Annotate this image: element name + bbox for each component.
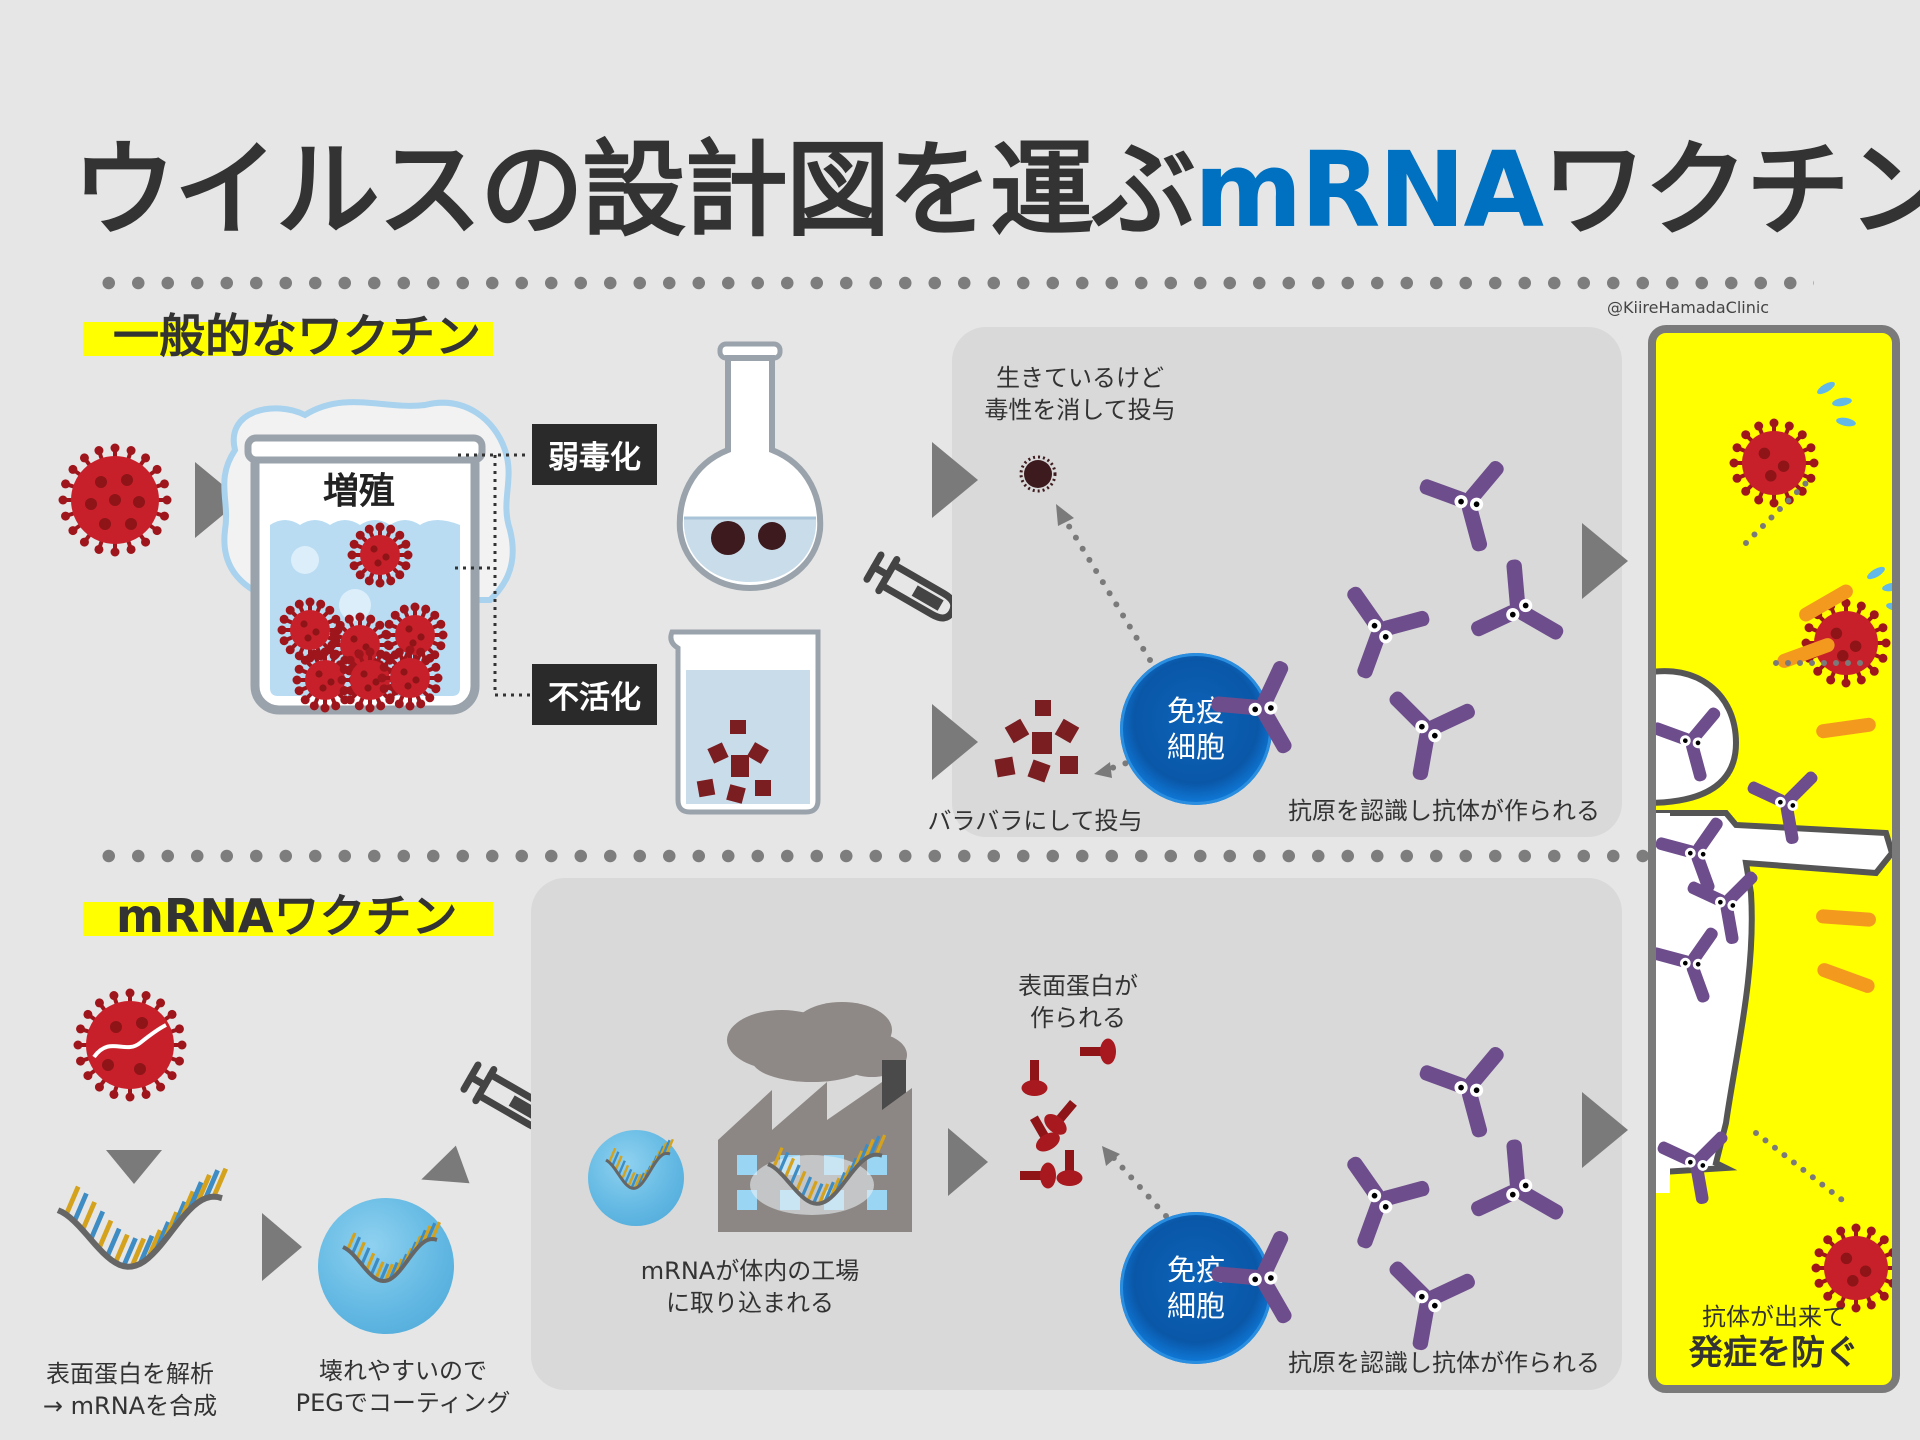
antibody-icon: [1657, 1131, 1728, 1205]
label-highlight: [83, 322, 493, 356]
section-label-text: mRNAワクチン: [116, 889, 458, 943]
result-panel: [1648, 325, 1900, 1393]
antibody-icon: [1471, 559, 1564, 640]
antibody-icon: [1347, 1156, 1430, 1249]
antibody-icon: [1687, 871, 1758, 945]
antibody-icon: [1347, 586, 1430, 679]
virus-fragments-icon: [994, 700, 1080, 783]
flask-icon: [676, 341, 824, 592]
antibodies-group: [1211, 460, 1564, 781]
mrna-strand-small-icon: [342, 1221, 441, 1284]
beaker-label: 増殖: [323, 471, 396, 512]
antibody-icon: [1389, 691, 1475, 781]
antibody-caption: 抗原を認識し抗体が作られる: [1288, 1349, 1600, 1377]
section-label-mrna: mRNAワクチン: [83, 880, 493, 943]
arrow-right-icon: [932, 704, 978, 780]
dotted-arrows: [1056, 504, 1153, 778]
immune-cell-icon: 免疫細胞: [1120, 653, 1272, 805]
antibody-icon: [1656, 817, 1723, 893]
method-inactivated: 不活化: [532, 664, 657, 725]
surface-protein-icon: [1020, 1038, 1116, 1189]
attenuated-virus-icon: [1019, 455, 1057, 493]
virus-icon: [1729, 418, 1819, 508]
title-accent: mRNA: [1194, 129, 1544, 251]
virus-icon: [1811, 1223, 1892, 1313]
factory-icon: [718, 1002, 912, 1232]
antibodies-group: [1211, 1046, 1564, 1351]
antibody-icon: [1211, 661, 1292, 754]
impact-mark: [1799, 584, 1853, 622]
protein-icon: [1020, 1162, 1056, 1189]
antibody-icon: [1471, 1139, 1564, 1220]
label-highlight: [83, 902, 493, 936]
connector-lines: [455, 453, 530, 697]
section-label-conventional: 一般的なワクチン: [83, 300, 493, 363]
beaker-small-icon: [668, 629, 821, 815]
mrna-strand-small-icon: [605, 1138, 674, 1190]
antibody-icon: [1419, 460, 1504, 552]
method-attenuated: 弱毒化: [532, 424, 657, 485]
arrow-right-icon: [948, 1128, 988, 1196]
antibody-icon: [1211, 1231, 1292, 1324]
arrow-right-icon: [1582, 1092, 1628, 1168]
arrow-right-icon: [1582, 523, 1628, 599]
credit: @KiireHamadaClinic: [1607, 298, 1770, 317]
inactivated-caption: バラバラにして投与: [927, 807, 1143, 835]
factory-caption: mRNAが体内の工場に取り込まれる: [640, 1257, 860, 1318]
protein-icon: [1030, 1115, 1060, 1152]
attenuated-caption: 生きているけど毒性を消して投与: [984, 364, 1176, 425]
antibody-icon: [1747, 771, 1818, 845]
antibody-icon: [1656, 927, 1718, 1003]
virus-cluster-icon: [277, 522, 448, 713]
protein-icon: [1021, 1060, 1048, 1096]
antibody-icon: [1656, 707, 1721, 782]
section-label-text: 一般的なワクチン: [113, 309, 481, 363]
result-line2: 発症を防ぐ: [1689, 1333, 1859, 1373]
page-title: ウイルスの設計図を運ぶmRNAワクチン: [72, 128, 1920, 253]
result-line1: 抗体が出来て: [1702, 1303, 1846, 1331]
impact-mark: [1816, 717, 1876, 739]
divider-middle: [94, 849, 1814, 863]
immune-cell-icon: 免疫細胞: [1120, 1212, 1272, 1364]
mrna-strand-icon: [56, 1167, 229, 1270]
person-with-antibodies: [1656, 381, 1892, 1313]
mrna-strand-icon: [767, 1134, 887, 1206]
result-caption: 抗体が出来て 発症を防ぐ: [1656, 1302, 1892, 1375]
dotted-arrow: [1102, 1146, 1169, 1219]
protein-icon: [1044, 1100, 1077, 1135]
virus-icon: [377, 645, 443, 711]
step1-caption: 表面蛋白を解析→ mRNAを合成: [42, 1360, 218, 1421]
arrow-right-icon: [262, 1213, 302, 1281]
divider-top: [94, 276, 1814, 290]
antibody-icon: [1389, 1261, 1475, 1351]
antibody-icon: [1419, 1046, 1504, 1138]
virus-mrna-icon: [73, 988, 187, 1102]
impact-mark: [1817, 963, 1875, 993]
arrow-down-icon: [106, 1150, 162, 1184]
title-suffix: ワクチン: [1542, 129, 1920, 251]
protein-caption: 表面蛋白が作られる: [1018, 972, 1138, 1033]
protein-icon: [1056, 1150, 1083, 1186]
protein-icon: [1080, 1038, 1116, 1065]
virus-icon: [58, 443, 172, 557]
antibody-caption: 抗原を認識し抗体が作られる: [1288, 797, 1600, 825]
impact-mark: [1777, 638, 1835, 668]
impact-mark: [1816, 909, 1876, 927]
virus-icon: [347, 522, 413, 588]
title-prefix: ウイルスの設計図を運ぶ: [72, 129, 1196, 251]
arrow-right-icon: [932, 442, 978, 518]
